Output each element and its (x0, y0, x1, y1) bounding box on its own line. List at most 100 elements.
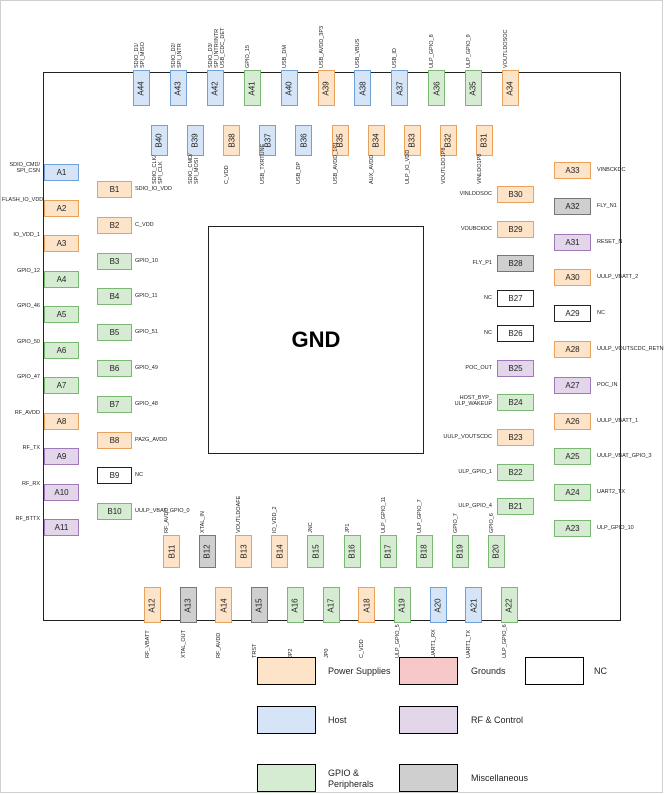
pin-a5: A5 (44, 306, 79, 323)
pin-b18: B18 (415, 535, 433, 568)
pin-b29: B29 (497, 220, 534, 238)
pin-a3: A3 (44, 235, 79, 252)
pin-a29: A29 (554, 305, 591, 323)
pin-b13: B13 (235, 535, 253, 568)
legend-swatch-gpio (257, 764, 316, 792)
legend-label-gpio: GPIO & Peripherals (328, 768, 374, 789)
pin-b7: B7 (97, 395, 132, 413)
legend-swatch-gnd (399, 657, 458, 685)
pin-b21: B21 (497, 498, 534, 516)
pin-a35: A35 (465, 70, 483, 106)
pin-b31: B31 (475, 125, 493, 156)
pin-a42: A42 (206, 70, 224, 106)
pin-label-a26: UULP_VBATT_1 (597, 417, 639, 424)
pin-label-b4: GPIO_11 (135, 293, 158, 300)
pin-b30: B30 (497, 186, 534, 203)
pin-b19: B19 (451, 535, 469, 568)
pin-a4: A4 (44, 270, 79, 288)
pin-b20: B20 (487, 535, 505, 568)
pin-a13: A13 (179, 587, 197, 623)
pin-a22: A22 (501, 587, 518, 623)
pin-a38: A38 (354, 70, 372, 106)
pin-label-a24: UART2_TX (597, 489, 626, 496)
pin-a28: A28 (554, 341, 591, 358)
pin-label-b10: UULP_VBAT_GPIO_0 (135, 508, 190, 515)
pin-label-a11: RF_BTTX (15, 516, 40, 522)
pin-label-a17: JP0 (323, 648, 330, 658)
pin-label-a34: VOUTLDOSOC (503, 29, 509, 68)
pin-label-a4: GPIO_12 (17, 267, 40, 274)
pin-b6: B6 (97, 360, 132, 377)
pin-a1: A1 (44, 164, 79, 181)
legend-swatch-misc (399, 764, 458, 792)
pin-a16: A16 (286, 587, 304, 623)
pin-label-b20: GPIO_6 (488, 513, 495, 533)
pin-label-a41: GPIO_15 (244, 45, 251, 68)
pin-b16: B16 (343, 535, 361, 568)
gnd-pad: GND (208, 226, 424, 454)
pin-b39: B39 (187, 125, 205, 156)
pin-label-a30: UULP_VBATT_2 (597, 274, 639, 281)
pin-label-b11: RF_AVDD (164, 507, 170, 533)
pin-b26: B26 (497, 324, 534, 342)
pin-a33: A33 (554, 162, 591, 179)
pin-a20: A20 (429, 587, 447, 623)
pin-label-a44: SDIO_D1/ SPI_MISO (134, 42, 146, 68)
pin-label-a42: SDIO_D3/ SPI_INTR/INTR USB_CDC_DET (207, 27, 226, 68)
pin-b2: B2 (97, 216, 132, 234)
pin-label-b17: ULP_GPIO_11 (380, 496, 387, 533)
legend-label-misc: Miscellaneous (471, 773, 529, 783)
pin-a30: A30 (554, 269, 591, 287)
pin-a14: A14 (215, 587, 233, 623)
pin-a43: A43 (169, 70, 187, 106)
pin-label-b13: VOUTLDOAFE (236, 495, 243, 533)
pin-label-a13: XTAL_OUT (180, 629, 187, 658)
pin-a2: A2 (44, 199, 79, 217)
pin-a34: A34 (502, 70, 519, 106)
pin-a17: A17 (322, 587, 340, 623)
pin-label-b1: SDIO_IO_VDD (135, 186, 172, 192)
pin-label-b15: JNC (308, 522, 315, 533)
pin-label-b29: VOUBCKDC (460, 225, 492, 232)
pin-b11: B11 (163, 535, 180, 568)
pin-label-b19: GPIO_7 (452, 513, 459, 533)
pin-a10: A10 (44, 483, 79, 501)
pin-label-b26: NC (484, 329, 492, 336)
pin-a41: A41 (243, 70, 261, 106)
pin-a31: A31 (554, 233, 591, 251)
pin-a8: A8 (44, 412, 79, 430)
pin-label-a28: UULP_VOUTSCDC_RETN (597, 346, 664, 352)
pin-label-b22: ULP_GPIO_1 (458, 468, 492, 475)
pin-label-b37: USB_TXRTUNE (260, 143, 267, 184)
pin-a39: A39 (317, 70, 335, 106)
pin-label-b7: GPIO_48 (135, 400, 158, 407)
pin-label-b39: SDIO_CMD/ SPI_MOSI (188, 153, 201, 184)
pin-label-a43: SDIO_D2/ SPI_INTR (170, 42, 183, 68)
pin-label-a14: RF_AVDD (216, 632, 223, 658)
pin-label-a38: USB_VBUS (355, 38, 362, 68)
pin-a12: A12 (144, 587, 161, 623)
pin-label-b31: VINLDO1P8 (476, 153, 483, 184)
pin-b12: B12 (199, 535, 217, 568)
pin-a15: A15 (251, 587, 269, 623)
pin-label-a20: UART1_RX (430, 629, 437, 658)
pin-label-b40: SDIO_CLK/ SPI_CLK (152, 155, 164, 184)
pin-b40: B40 (151, 125, 168, 156)
pin-b32: B32 (439, 125, 457, 156)
pin-label-b12: XTAL_IN (200, 511, 207, 533)
pin-b28: B28 (497, 255, 534, 273)
pin-label-a40: USB_DM (281, 45, 288, 68)
pin-b35: B35 (331, 125, 349, 156)
pin-b36: B36 (295, 125, 313, 156)
pin-a26: A26 (554, 412, 591, 430)
pin-label-a1: SDIO_CMD/ SPI_CSN (9, 162, 40, 174)
legend-label-gnd: Grounds (471, 666, 506, 676)
pin-b14: B14 (271, 535, 289, 568)
pin-b24: B24 (497, 394, 534, 412)
pin-b15: B15 (307, 535, 325, 568)
pin-b23: B23 (497, 428, 534, 446)
pin-b33: B33 (403, 125, 421, 156)
pin-b3: B3 (97, 252, 132, 270)
pin-label-a5: GPIO_46 (17, 303, 40, 309)
